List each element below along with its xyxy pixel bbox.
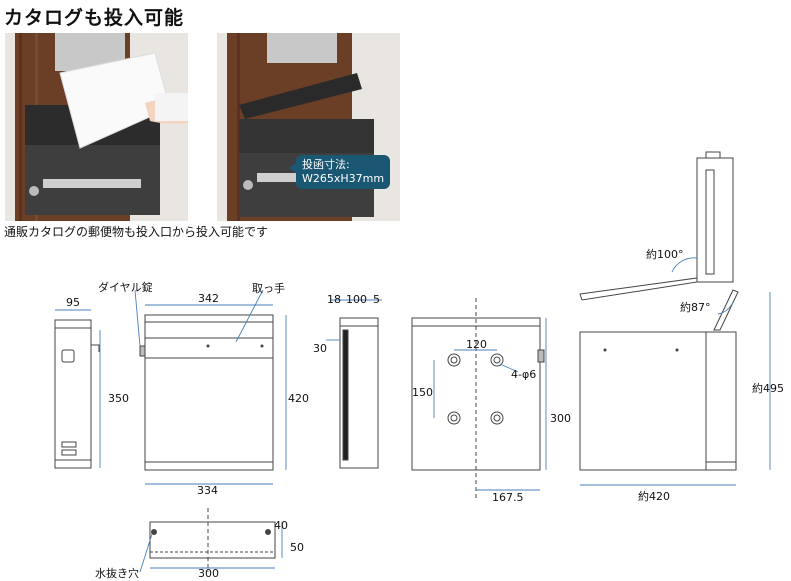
label-dial-lock: ダイヤル錠	[98, 281, 153, 294]
dim-hole-spec: 4-φ6	[511, 368, 537, 381]
mounting-holes	[447, 353, 504, 425]
slot-size-badge: 投函寸法: W265xH37mm	[288, 155, 391, 189]
slot-size-value: W265xH37mm	[302, 172, 385, 185]
dim-495: 約495	[752, 382, 784, 395]
slot-size-label: 投函寸法:	[302, 158, 350, 171]
dim-167-5: 167.5	[492, 491, 524, 504]
dim-18: 18	[327, 293, 341, 306]
caption: 通販カタログの郵便物も投入口から投入可能です	[4, 225, 269, 239]
dim-342: 342	[198, 292, 219, 305]
label-handle: 取っ手	[252, 282, 285, 295]
right-view-body	[579, 331, 707, 471]
dim-350: 350	[108, 392, 129, 405]
open-flap	[579, 277, 698, 301]
photo-inserting-catalog	[5, 33, 188, 221]
drain-hole-right	[265, 529, 271, 535]
label-drain-hole: 水抜き穴	[95, 567, 139, 580]
dial-lock-shape	[61, 349, 75, 363]
dim-150: 150	[412, 386, 433, 399]
front-view-body	[144, 314, 274, 471]
drain-hole-left	[151, 529, 157, 535]
dim-120: 120	[466, 338, 487, 351]
dim-100: 100	[346, 293, 367, 306]
dim-angle-100: 約100°	[646, 248, 684, 261]
dim-40: 40	[274, 519, 288, 532]
bottom-view-body	[149, 521, 276, 559]
dim-300-bottom: 300	[198, 567, 219, 580]
dim-50: 50	[290, 541, 304, 554]
dim-300-back: 300	[550, 412, 571, 425]
dim-angle-87: 約87°	[680, 301, 711, 314]
open-flap-body	[696, 157, 734, 283]
dim-95: 95	[66, 296, 80, 309]
dim-30: 30	[313, 342, 327, 355]
side-view-body	[54, 319, 92, 469]
dim-420: 420	[288, 392, 309, 405]
dim-334: 334	[197, 484, 218, 497]
page-title: カタログも投入可能	[4, 7, 185, 29]
side-section-view	[339, 317, 379, 469]
dim-420-right: 約420	[638, 490, 670, 503]
dim-5: 5	[373, 293, 380, 306]
open-lid	[713, 289, 739, 331]
